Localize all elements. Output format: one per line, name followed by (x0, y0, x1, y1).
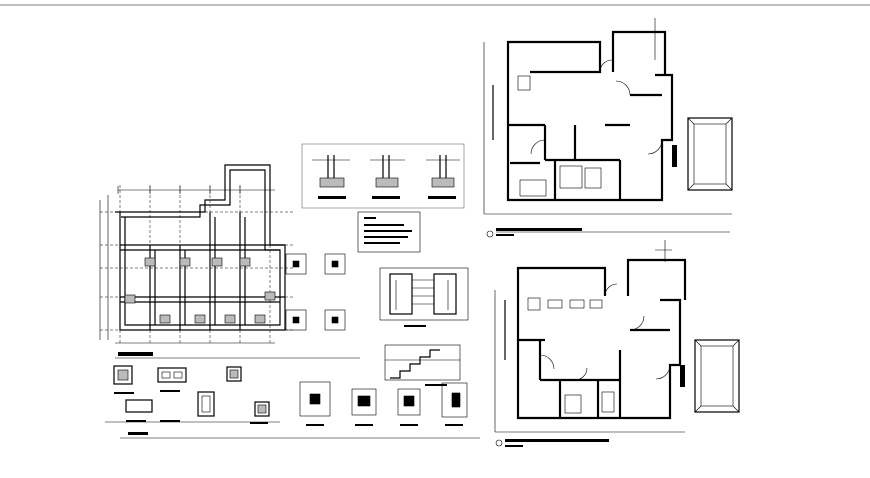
upper-floor-plan (483, 18, 733, 238)
foundation-plan (99, 164, 360, 359)
ground-floor-plan-title (505, 439, 609, 442)
foundation-plan-title (118, 352, 153, 356)
foundation-footings (124, 257, 276, 324)
upper-floor-plan-title (496, 228, 582, 231)
footing-plan-row (299, 381, 468, 426)
notes-box (357, 211, 421, 253)
footing-sections (105, 365, 480, 439)
ground-floor-plan (494, 240, 740, 447)
foundation-walls (115, 164, 286, 331)
section-details (301, 143, 465, 209)
footing-detail-squares (285, 253, 346, 331)
stair-details (379, 267, 469, 386)
